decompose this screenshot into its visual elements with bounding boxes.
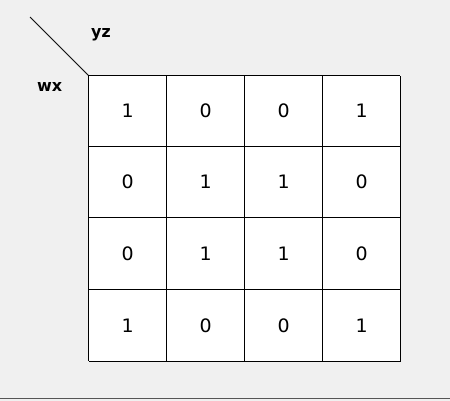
kmap-cell-r2-c1: 1 — [167, 218, 245, 290]
kmap-cell-value: 1 — [355, 100, 368, 122]
kmap-cell-value: 0 — [355, 171, 368, 193]
kmap-cell-r3-c1: 0 — [167, 290, 245, 362]
kmap-cell-r1-c2: 1 — [245, 147, 323, 218]
kmap-cell-value: 0 — [199, 314, 212, 337]
karnaugh-map-grid: 1 0 0 1 0 1 1 0 0 1 1 0 1 0 0 1 — [88, 75, 401, 362]
column-variables-label: yz — [91, 22, 111, 41]
kmap-cell-value: 0 — [277, 314, 290, 337]
kmap-cell-r3-c3: 1 — [323, 290, 401, 362]
kmap-cell-value: 0 — [355, 242, 368, 265]
kmap-cell-r0-c0: 1 — [89, 76, 167, 147]
corner-diagonal-line — [29, 16, 90, 77]
kmap-cell-value: 1 — [355, 314, 368, 337]
row-variables-label: wx — [37, 76, 63, 95]
kmap-cell-r1-c0: 0 — [89, 147, 167, 218]
kmap-cell-value: 1 — [121, 100, 134, 122]
kmap-cell-value: 0 — [199, 100, 212, 122]
kmap-cell-r2-c2: 1 — [245, 218, 323, 290]
kmap-cell-value: 1 — [277, 242, 290, 265]
kmap-cell-value: 1 — [199, 242, 212, 265]
kmap-cell-r3-c2: 0 — [245, 290, 323, 362]
kmap-cell-r3-c0: 1 — [89, 290, 167, 362]
kmap-cell-value: 0 — [121, 171, 134, 193]
kmap-cell-value: 1 — [199, 171, 212, 193]
kmap-cell-value: 1 — [277, 171, 290, 193]
kmap-cell-r0-c3: 1 — [323, 76, 401, 147]
kmap-cell-value: 1 — [121, 314, 134, 337]
kmap-cell-r1-c1: 1 — [167, 147, 245, 218]
kmap-cell-r0-c2: 0 — [245, 76, 323, 147]
kmap-cell-value: 0 — [277, 100, 290, 122]
kmap-cell-value: 0 — [121, 242, 134, 265]
kmap-cell-r2-c0: 0 — [89, 218, 167, 290]
kmap-cell-r1-c3: 0 — [323, 147, 401, 218]
kmap-cell-r0-c1: 0 — [167, 76, 245, 147]
bottom-divider — [0, 398, 450, 399]
kmap-cell-r2-c3: 0 — [323, 218, 401, 290]
